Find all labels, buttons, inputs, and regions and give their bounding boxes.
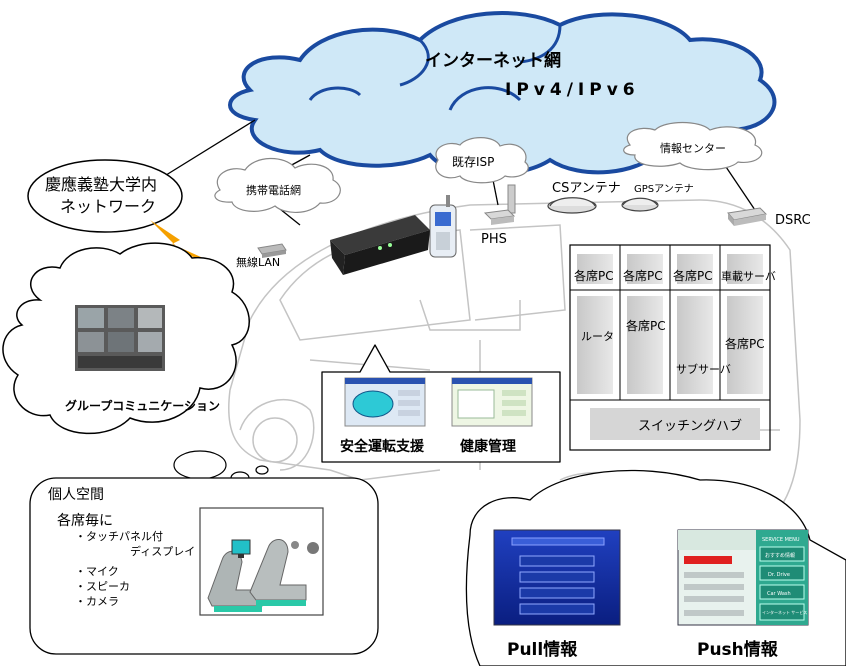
push-menu-btn-1: おすすめ情報 [765, 552, 795, 559]
keio-line2: ネットワーク [60, 197, 156, 216]
seat-illustration [199, 507, 324, 616]
dsrc-label: DSRC [775, 213, 811, 228]
rack-sub-server: サブサーバ [676, 362, 731, 376]
push-menu-header: SERVICE MENU [762, 537, 800, 543]
personal-item-1: ・タッチパネル付 [75, 530, 163, 543]
gps-antenna-icon [621, 197, 659, 212]
existing-isp-cloud [435, 137, 529, 184]
rack-switching-hub: スイッチングハブ [638, 418, 742, 434]
rack-top-3: 各席PC [673, 268, 713, 283]
network-device-icon [330, 215, 430, 275]
personal-item-4: ・スピーカ [75, 580, 130, 593]
push-info-label: Push情報 [697, 639, 779, 660]
mobile-phone-icon [429, 195, 457, 258]
wireless-bolt-icon [150, 220, 212, 262]
per-seat-label: 各席毎に [57, 513, 113, 529]
push-menu-btn-2: Dr. Drive [768, 572, 790, 578]
keio-network-bubble [27, 159, 183, 233]
rack-top-1: 各席PC [574, 268, 614, 283]
info-center-cloud [623, 121, 763, 171]
keio-line1: 慶應義塾大学内 [45, 175, 157, 194]
thought-dot-3 [173, 450, 227, 480]
gps-antenna-label: GPSアンテナ [634, 183, 694, 195]
van-illustration [228, 199, 801, 521]
phs-device-icon [483, 184, 516, 225]
cs-antenna-icon [547, 197, 597, 214]
wireless-lan-label: 無線LAN [236, 255, 280, 269]
rack-router: ルータ [581, 330, 614, 343]
personal-item-2: ディスプレイ [130, 544, 195, 558]
wireless-lan-icon [257, 243, 287, 258]
personal-item-3: ・マイク [75, 565, 119, 578]
thought-dot-1 [255, 465, 269, 475]
phs-label: PHS [481, 232, 507, 247]
push-menu-btn-3: Car Wash [767, 591, 791, 597]
rack-pc2: 各席PC [626, 318, 666, 333]
info-center-label: 情報センター [660, 142, 726, 155]
safe-driving-label: 安全運転支援 [340, 438, 425, 455]
cloud-subtitle: IPv4/IPv6 [505, 80, 640, 100]
cellular-network-label: 携帯電話網 [246, 183, 301, 197]
pull-info-screen [493, 529, 621, 626]
rack-pc4: 各席PC [725, 336, 765, 351]
health-label: 健康管理 [460, 438, 516, 455]
rack-top-2: 各席PC [623, 268, 663, 283]
push-info-screen [677, 529, 809, 626]
dsrc-device-icon [727, 207, 768, 226]
health-screenshot [451, 377, 533, 427]
server-rack-grid [569, 244, 771, 451]
group-comm-label: グループコミュニケーション [65, 398, 220, 413]
safe-driving-screenshot [344, 377, 426, 427]
video-conference-thumbnail [75, 305, 165, 371]
personal-title: 個人空間 [48, 487, 104, 503]
cellular-cloud [214, 157, 341, 213]
personal-item-5: ・カメラ [75, 595, 119, 608]
apps-callout [321, 344, 561, 463]
existing-isp-label: 既存ISP [452, 155, 494, 169]
cloud-title: インターネット網 [425, 50, 561, 71]
cs-antenna-label: CSアンテナ [552, 181, 621, 196]
rack-top-4: 車載サーバ [721, 269, 776, 283]
push-menu-btn-4: インターネット サービス [762, 609, 807, 615]
pull-info-label: Pull情報 [507, 639, 578, 660]
